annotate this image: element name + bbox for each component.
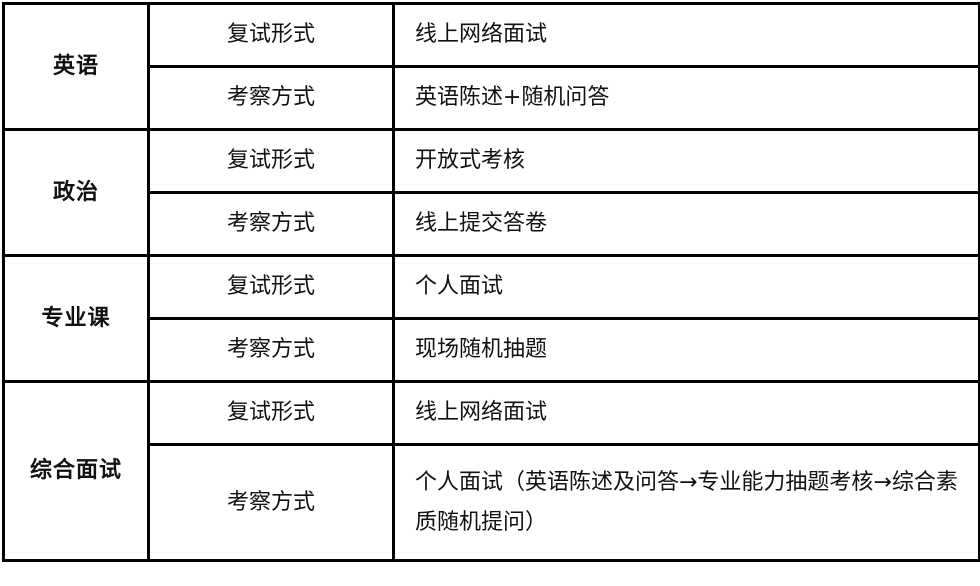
table-row: 专业课 复试形式 个人面试 [2, 254, 980, 383]
field-value-cell: 个人面试 [392, 254, 980, 320]
field-label-cell: 复试形式 [147, 254, 395, 320]
field-label-cell: 考察方式 [147, 317, 395, 383]
table-row: 考察方式 英语陈述+随机问答 [4, 65, 980, 131]
table-row: 综合面试 复试形式 线上网络面试 [2, 380, 980, 562]
retest-format-table: 英语 复试形式 线上网络面试 考察方式 英语陈述+随机问答 政治 复试形式 开放… [2, 2, 980, 562]
field-value-cell: 现场随机抽题 [392, 317, 980, 383]
subject-cell-major-course: 专业课 [2, 254, 150, 383]
field-value-cell: 英语陈述+随机问答 [392, 65, 980, 131]
field-label-cell: 考察方式 [147, 443, 395, 562]
field-label-cell: 考察方式 [147, 65, 395, 131]
field-label-cell: 复试形式 [147, 2, 395, 68]
field-value-cell: 线上网络面试 [392, 2, 980, 68]
table-row: 考察方式 现场随机抽题 [4, 317, 980, 383]
field-label-cell: 考察方式 [147, 191, 395, 257]
field-label-cell: 复试形式 [147, 128, 395, 194]
table-row: 政治 复试形式 开放式考核 [2, 128, 980, 257]
field-value-cell: 线上提交答卷 [392, 191, 980, 257]
table-row: 英语 复试形式 线上网络面试 [2, 2, 980, 131]
subject-cell-comprehensive-interview: 综合面试 [2, 380, 150, 562]
field-value-cell: 开放式考核 [392, 128, 980, 194]
subject-cell-politics: 政治 [2, 128, 150, 257]
table-row: 考察方式 个人面试（英语陈述及问答→专业能力抽题考核→综合素质随机提问） [4, 443, 980, 562]
field-label-cell: 复试形式 [147, 380, 395, 446]
field-value-cell: 线上网络面试 [392, 380, 980, 446]
field-value-cell: 个人面试（英语陈述及问答→专业能力抽题考核→综合素质随机提问） [392, 443, 980, 562]
table-row: 考察方式 线上提交答卷 [4, 191, 980, 257]
subject-cell-english: 英语 [2, 2, 150, 131]
